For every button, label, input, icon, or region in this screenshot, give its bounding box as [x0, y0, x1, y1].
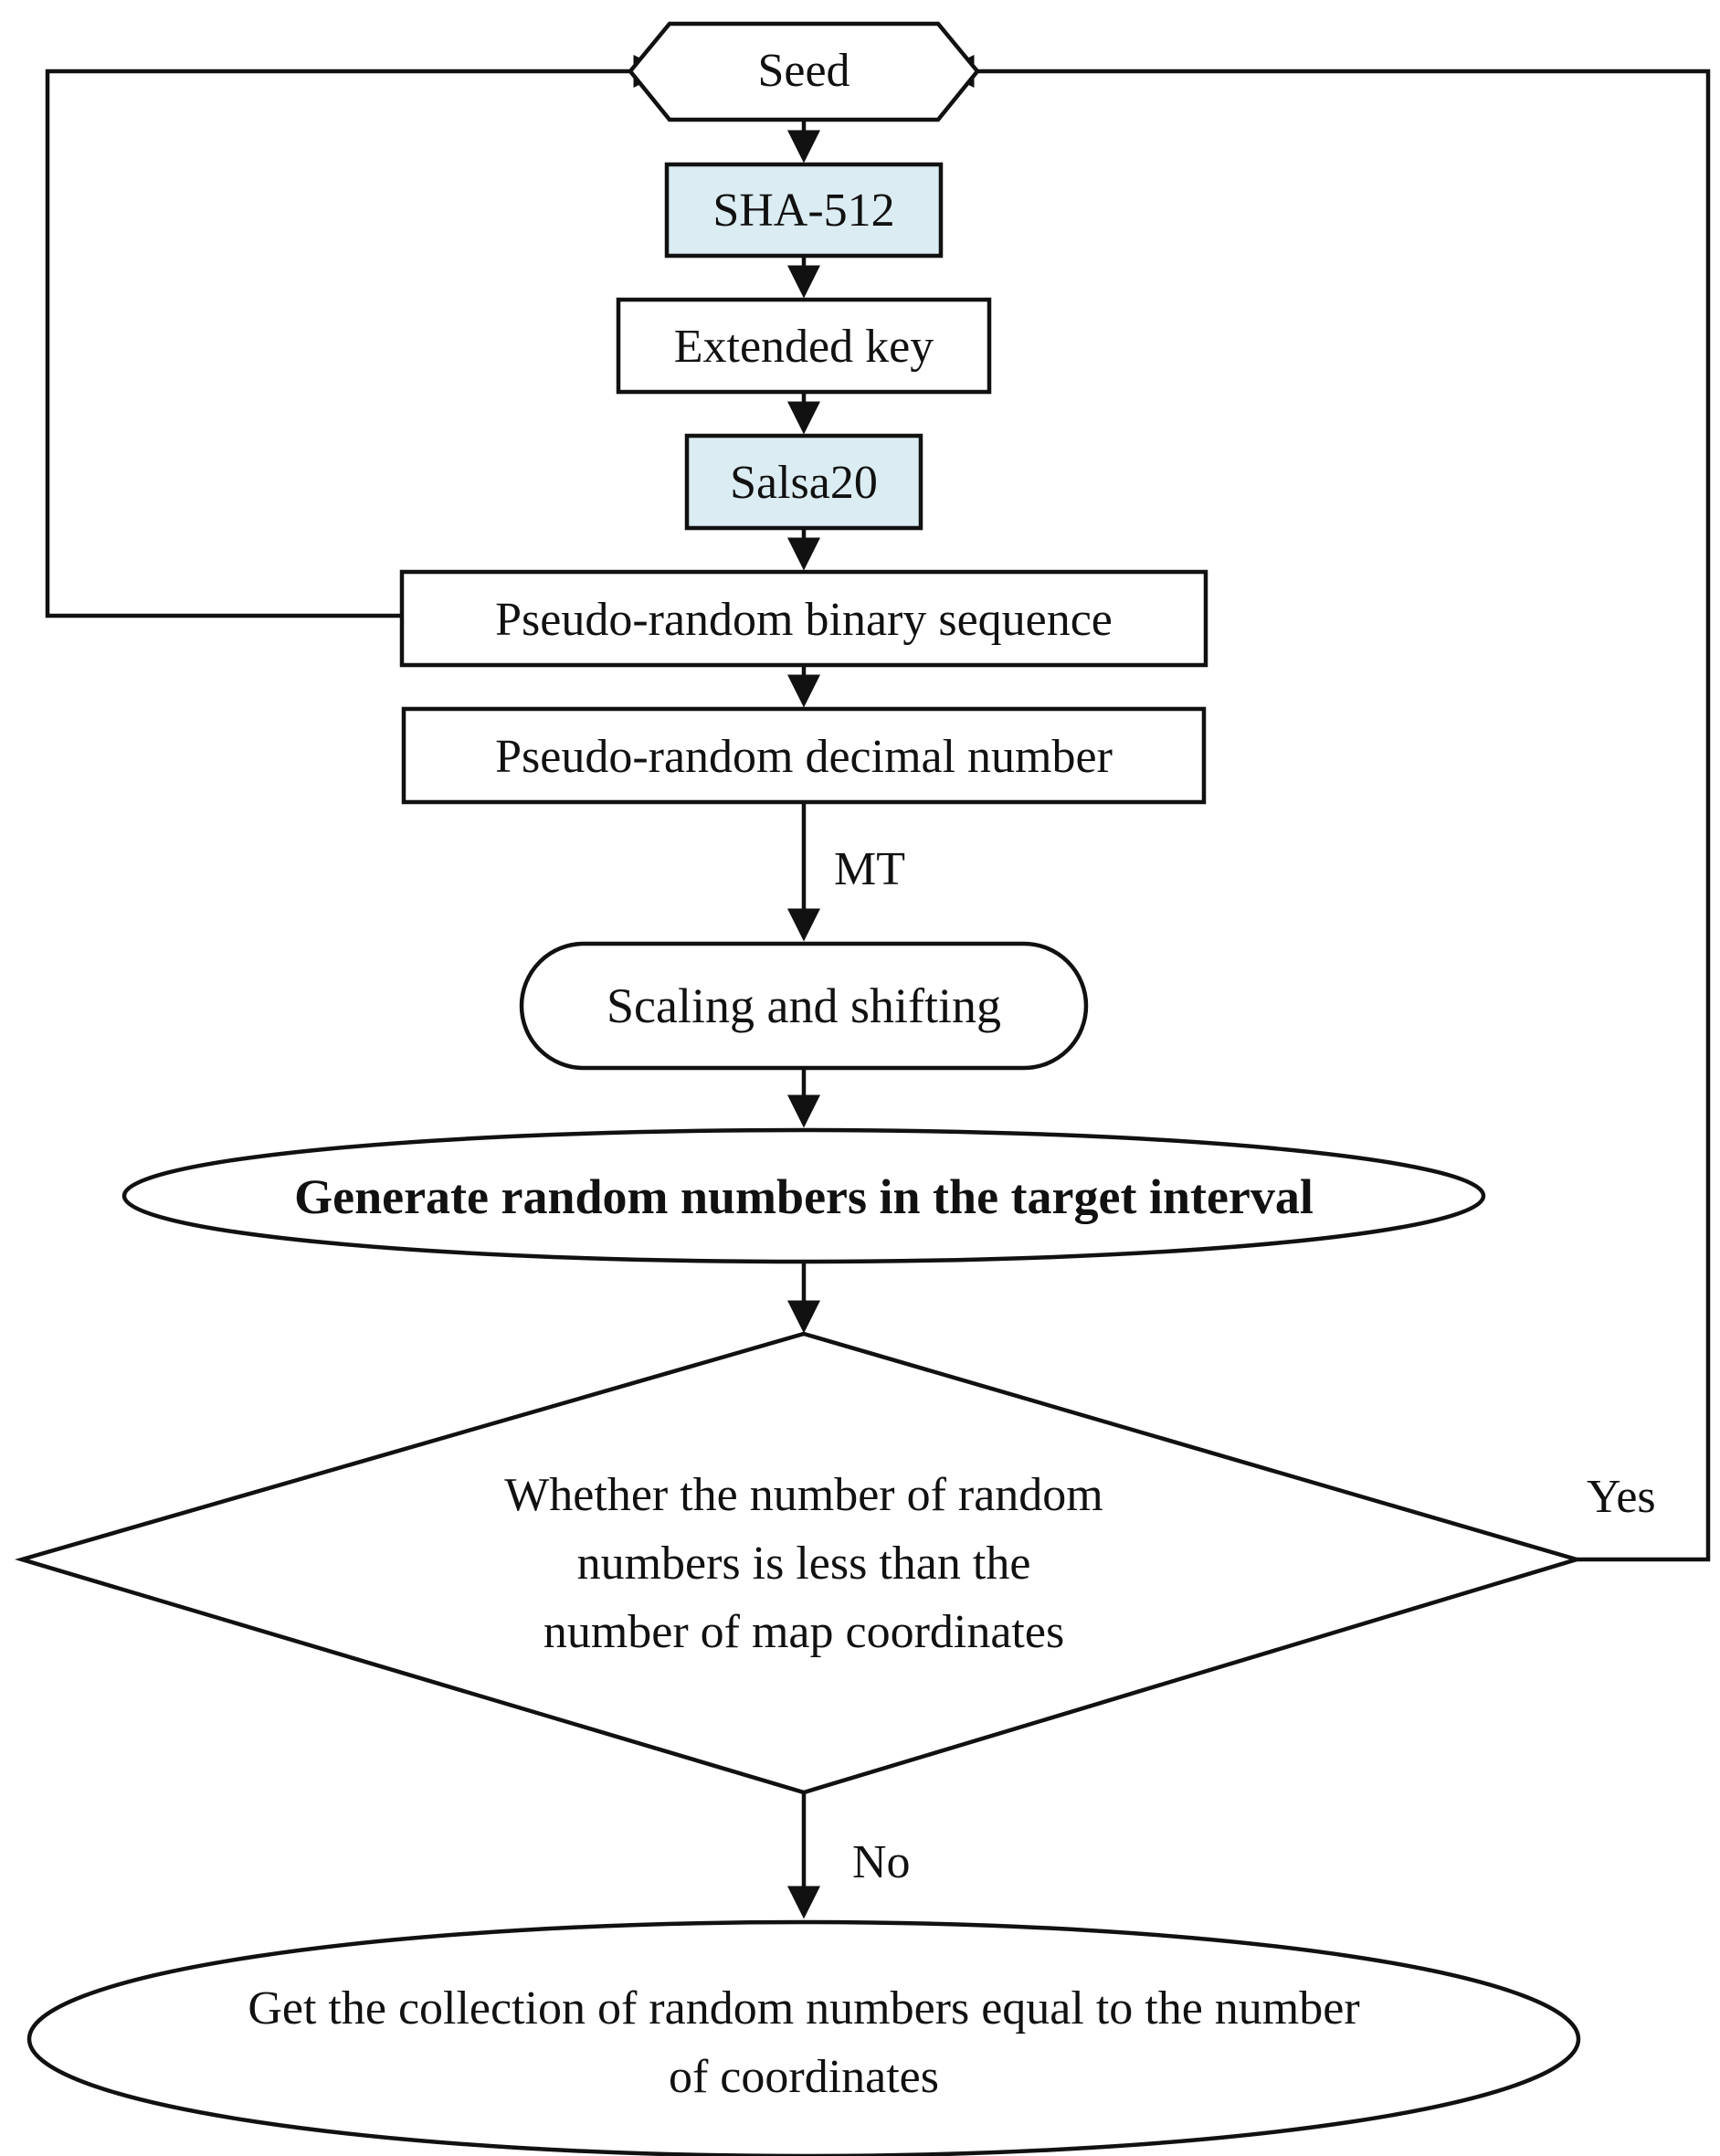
salsa20-box: [684, 433, 923, 531]
generate-label: Generate random numbers in the target in…: [294, 1169, 1314, 1224]
result-node: Get the collection of random numbers equ…: [27, 1919, 1580, 2156]
prdn-node: Pseudo-random decimal number: [401, 706, 1207, 805]
seed-label: Seed: [757, 45, 849, 97]
scaling-node: Scaling and shifting: [519, 941, 1089, 1071]
feedback-loop-prbs-to-seed: [45, 55, 667, 618]
decision-line-1: Whether the number of random: [504, 1469, 1103, 1521]
generate-node: Generate random numbers in the target in…: [121, 1127, 1486, 1264]
result-line-2: of coordinates: [669, 2051, 939, 2103]
prbs-node: Pseudo-random binary sequence: [399, 569, 1208, 668]
seed-node: Seed: [628, 21, 980, 122]
sha512-box: [664, 162, 944, 259]
sha512-node: SHA-512: [664, 162, 944, 259]
decision-line-2: numbers is less than the: [577, 1538, 1031, 1590]
decision-node: Whether the number of random numbers is …: [15, 1331, 1584, 1795]
feedback-loop-yes-to-seed: [941, 55, 1711, 1562]
salsa20-node: Salsa20: [684, 433, 923, 531]
salsa20-label: Salsa20: [730, 457, 878, 509]
edge-label-no: No: [852, 1836, 911, 1888]
result-line-1: Get the collection of random numbers equ…: [248, 1982, 1359, 2034]
extended-key-label: Extended key: [674, 321, 934, 373]
scaling-label: Scaling and shifting: [607, 978, 1001, 1033]
edge-label-yes: Yes: [1587, 1471, 1656, 1523]
sha512-label: SHA-512: [712, 185, 894, 237]
decision-line-3: number of map coordinates: [543, 1606, 1064, 1658]
prbs-label: Pseudo-random binary sequence: [495, 594, 1113, 646]
extended-key-node: Extended key: [616, 297, 992, 395]
prdn-label: Pseudo-random decimal number: [495, 731, 1113, 783]
edge-label-mt: MT: [834, 843, 905, 895]
